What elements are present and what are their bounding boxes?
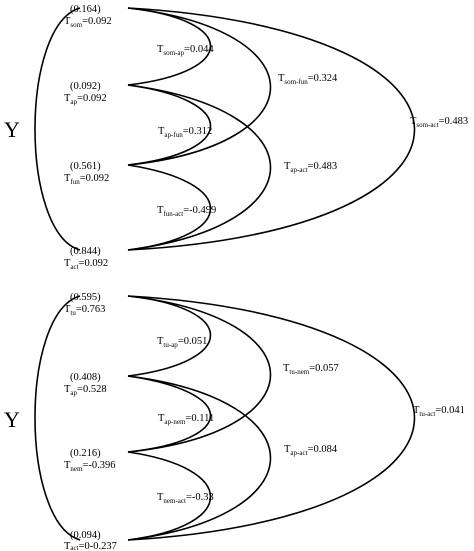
arc-fun-act — [127, 164, 212, 251]
node-t-som: Tsom=0.092 — [64, 16, 112, 29]
edge-label-tu-nem: Ttu-nem=0.057 — [283, 363, 339, 376]
node-t-ap-eq: =0.092 — [77, 93, 107, 104]
node-t-tu-sub: tu — [70, 309, 76, 317]
node-t-tu-eq: =0.763 — [76, 304, 106, 315]
arc-ap-nem — [127, 375, 212, 453]
node-t-som-eq: =0.092 — [82, 16, 112, 27]
edge-label-ap-act: Tap-act=0.483 — [284, 161, 337, 174]
node-t-ap-sub: ap — [70, 389, 77, 397]
node-t-act-sub: act — [70, 263, 78, 271]
node-t-act-main: T — [64, 258, 71, 269]
node-t-fun-sub: fun — [70, 178, 80, 186]
arc-ap-fun — [127, 84, 212, 166]
node-t-act-sub: act — [70, 544, 78, 551]
node-t-ap: Tap=0.528 — [64, 384, 107, 397]
y-bracket-arc — [34, 295, 81, 541]
node-value-ap: (0.092) — [70, 81, 101, 92]
panel-2: Y (0.595) Ttu=0.763 (0.408) Tap=0.528 (0… — [4, 292, 465, 551]
node-t-ap-main: T — [64, 384, 71, 395]
node-t-nem: Tnem=-0.396 — [64, 460, 116, 473]
y-label: Y — [4, 117, 20, 142]
node-value-som: (0.164) — [70, 4, 101, 15]
edge-label-fun-act: Tfun-act=-0.499 — [157, 205, 216, 218]
y-bracket-arc — [34, 7, 81, 251]
node-t-ap-eq: =0.528 — [77, 384, 107, 395]
node-value-nem: (0.216) — [70, 448, 101, 459]
node-t-nem-main: T — [64, 460, 71, 471]
node-t-tu: Ttu=0.763 — [64, 304, 105, 317]
node-t-som-main: T — [64, 16, 71, 27]
y-label: Y — [4, 407, 20, 432]
panel-1: Y (0.164) Tsom=0.092 (0.092) Tap=0.092 (… — [4, 4, 468, 271]
arc-ap-act — [127, 84, 272, 251]
edge-label-ap-fun: Tap-fun=0.312 — [158, 126, 212, 139]
node-value-ap: (0.408) — [70, 372, 101, 383]
node-value-tu: (0.595) — [70, 292, 101, 303]
node-t-act-eq: =0-0.237 — [79, 541, 117, 551]
node-value-act: (0.094) — [70, 530, 101, 541]
edge-label-som-fun: Tsom-fun=0.324 — [278, 73, 338, 86]
arc-tu-act — [127, 295, 416, 541]
node-t-som-sub: som — [70, 21, 82, 29]
node-t-fun-main: T — [64, 173, 71, 184]
edge-label-tu-act: Ttu-act=0.041 — [413, 405, 465, 418]
edge-label-som-ap: Tsom-ap=0.044 — [157, 44, 214, 57]
node-t-tu-main: T — [64, 304, 71, 315]
edge-label-nem-act: Tnem-act=-0.33 — [157, 492, 214, 505]
node-t-act: Tact=0.092 — [64, 258, 108, 271]
node-value-fun: (0.561) — [70, 161, 101, 172]
node-value-act: (0.844) — [70, 246, 101, 257]
arc-tu-nem — [127, 295, 272, 453]
arc-som-act — [127, 7, 416, 251]
arc-som-fun — [127, 7, 272, 166]
edge-label-som-act: Tsom-act=0.483 — [410, 116, 468, 129]
node-t-nem-sub: nem — [70, 465, 83, 473]
node-t-fun-eq: =0.092 — [80, 173, 110, 184]
edge-label-tu-ap: Ttu-ap=0.051 — [157, 336, 207, 349]
node-t-ap: Tap=0.092 — [64, 93, 107, 106]
node-t-nem-eq: =-0.396 — [82, 460, 115, 471]
arc-nem-act — [127, 451, 212, 541]
edge-label-ap-nem: Tap-nem=0.111 — [158, 413, 214, 426]
node-t-ap-main: T — [64, 93, 71, 104]
node-t-fun: Tfun=0.092 — [64, 173, 109, 186]
arc-ap-act — [127, 375, 272, 541]
node-t-act-eq: =0.092 — [79, 258, 109, 269]
node-t-act: Tact=0-0.237 — [64, 541, 117, 551]
node-t-act-main: T — [64, 541, 71, 551]
edge-label-ap-act: Tap-act=0.084 — [284, 444, 338, 457]
node-t-ap-sub: ap — [70, 98, 77, 106]
